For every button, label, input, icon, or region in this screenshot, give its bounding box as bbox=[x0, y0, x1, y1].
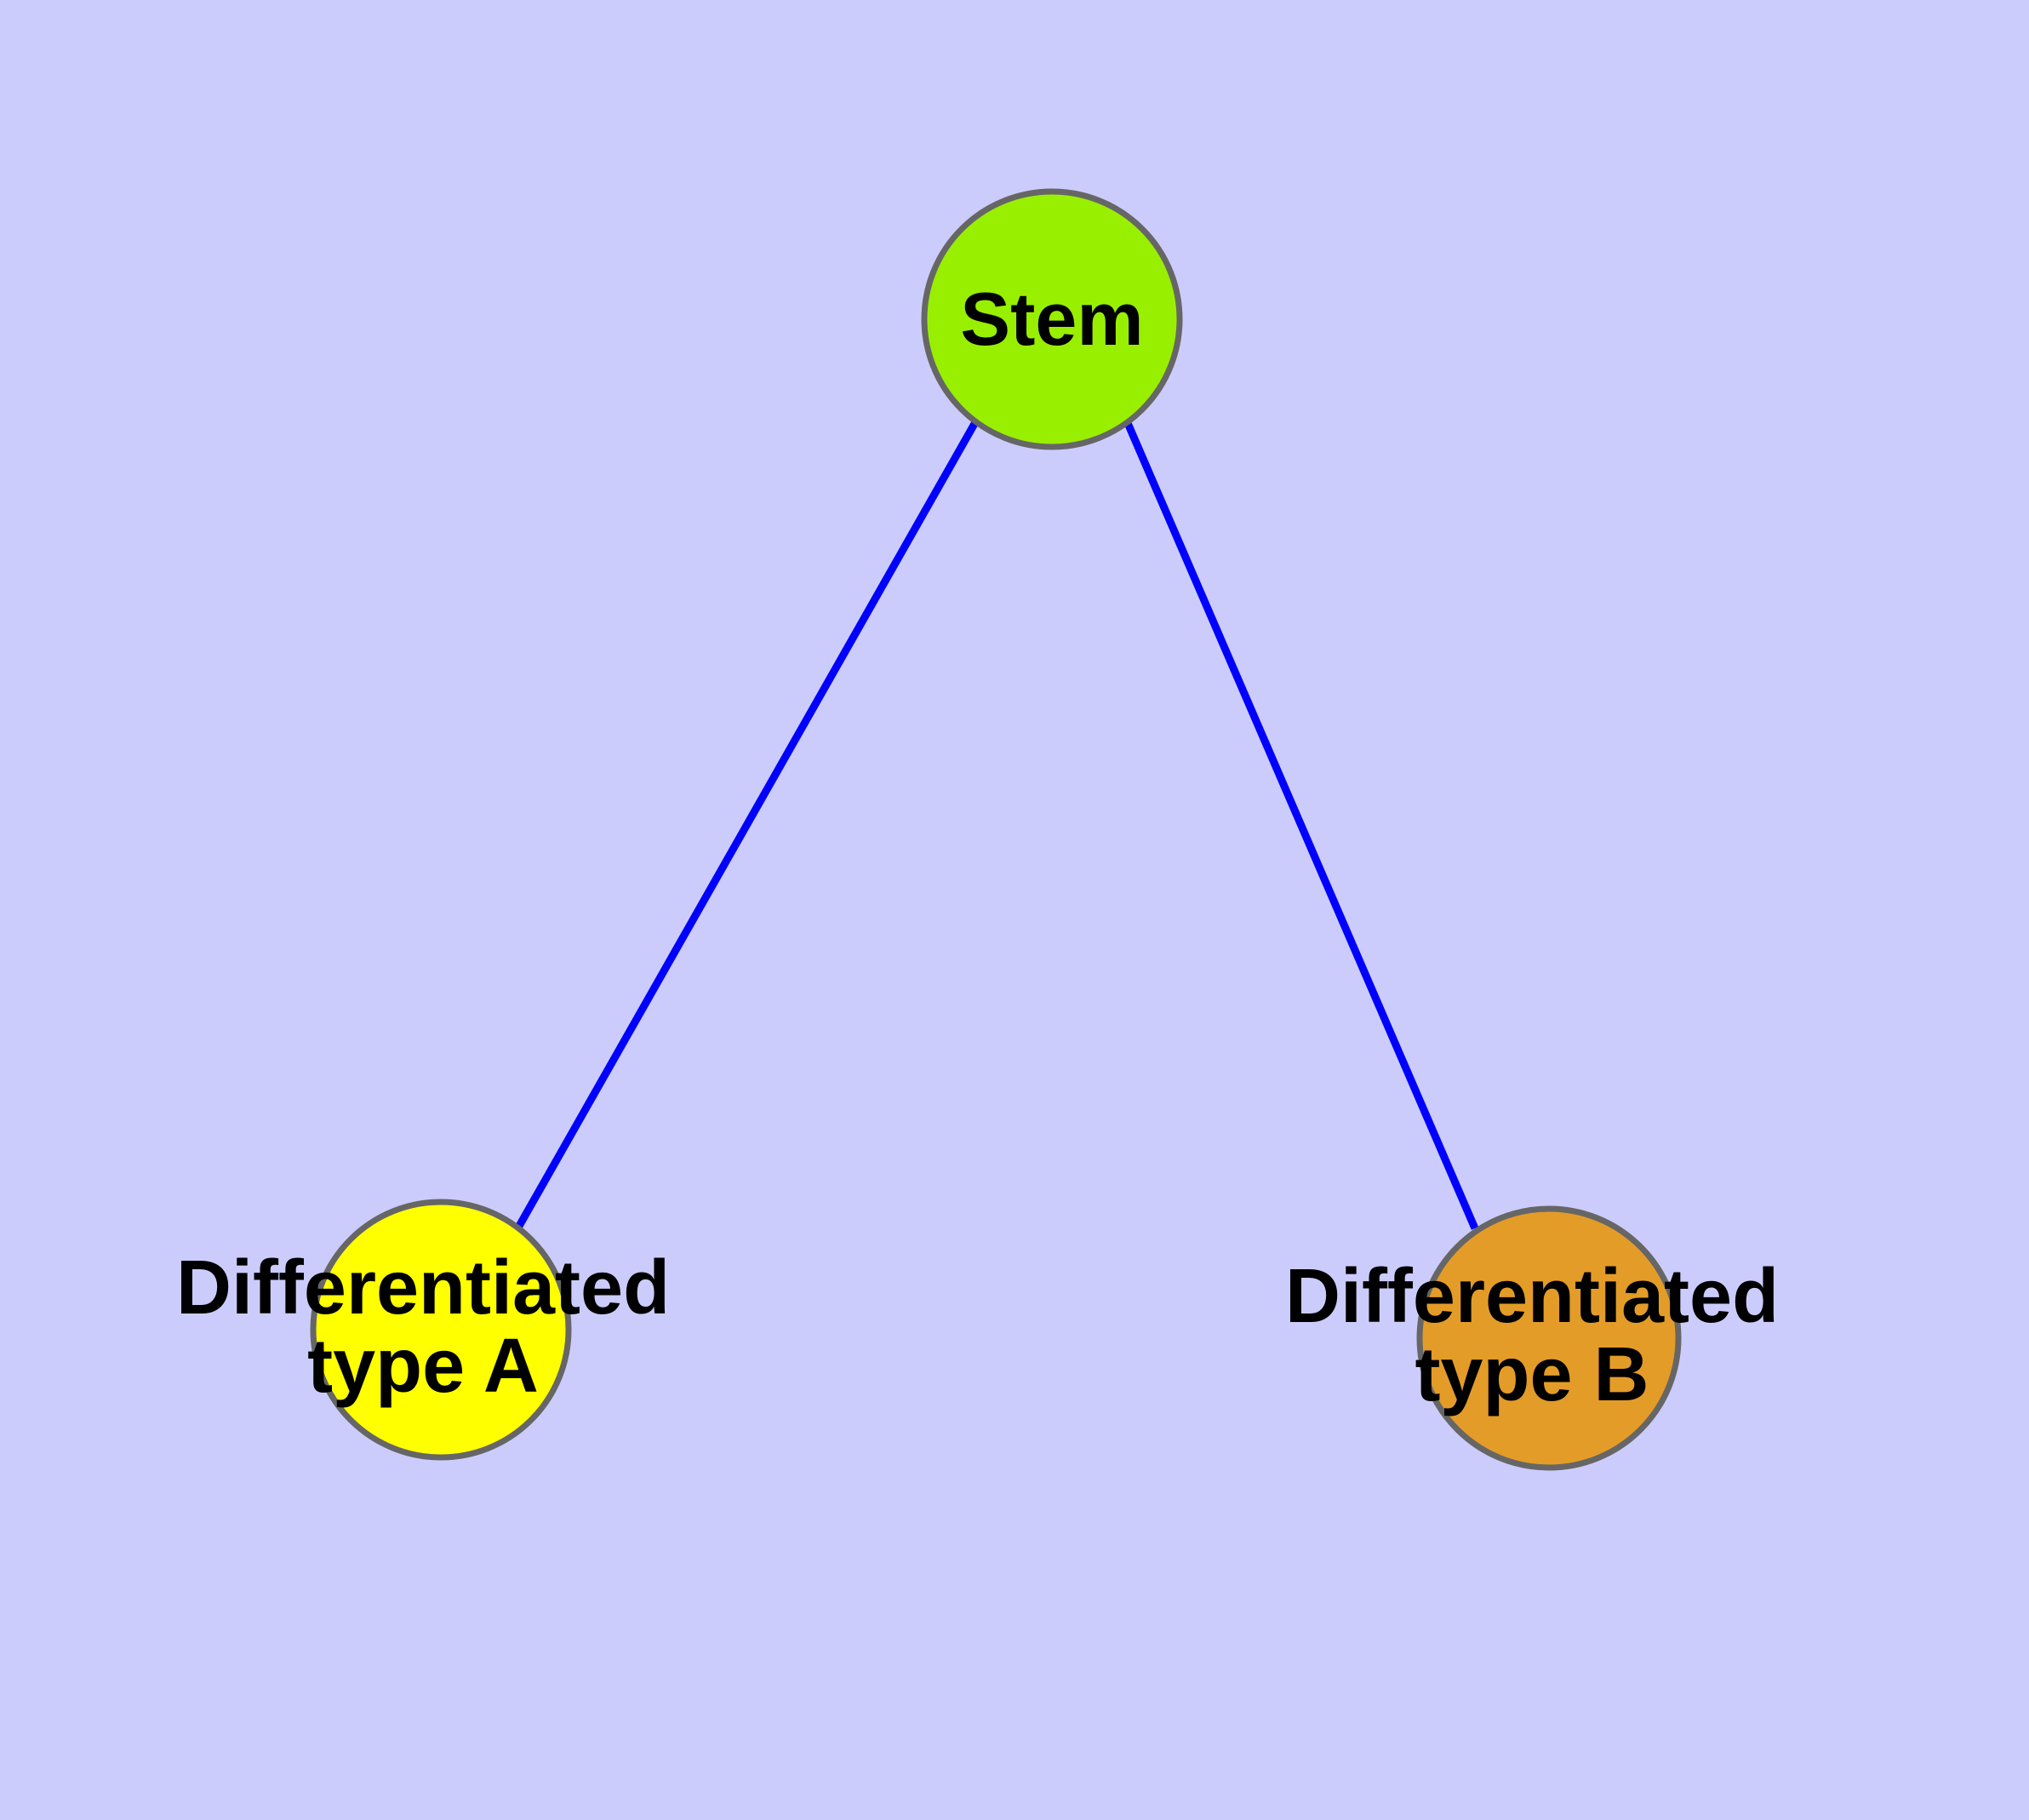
edge-stem-to-type-a[interactable] bbox=[515, 420, 979, 1230]
node-stem-circle[interactable] bbox=[921, 188, 1183, 450]
node-type-a-circle[interactable] bbox=[310, 1199, 572, 1461]
node-type-b-circle[interactable] bbox=[1416, 1205, 1682, 1471]
edge-stem-to-type-b[interactable] bbox=[1123, 421, 1479, 1230]
